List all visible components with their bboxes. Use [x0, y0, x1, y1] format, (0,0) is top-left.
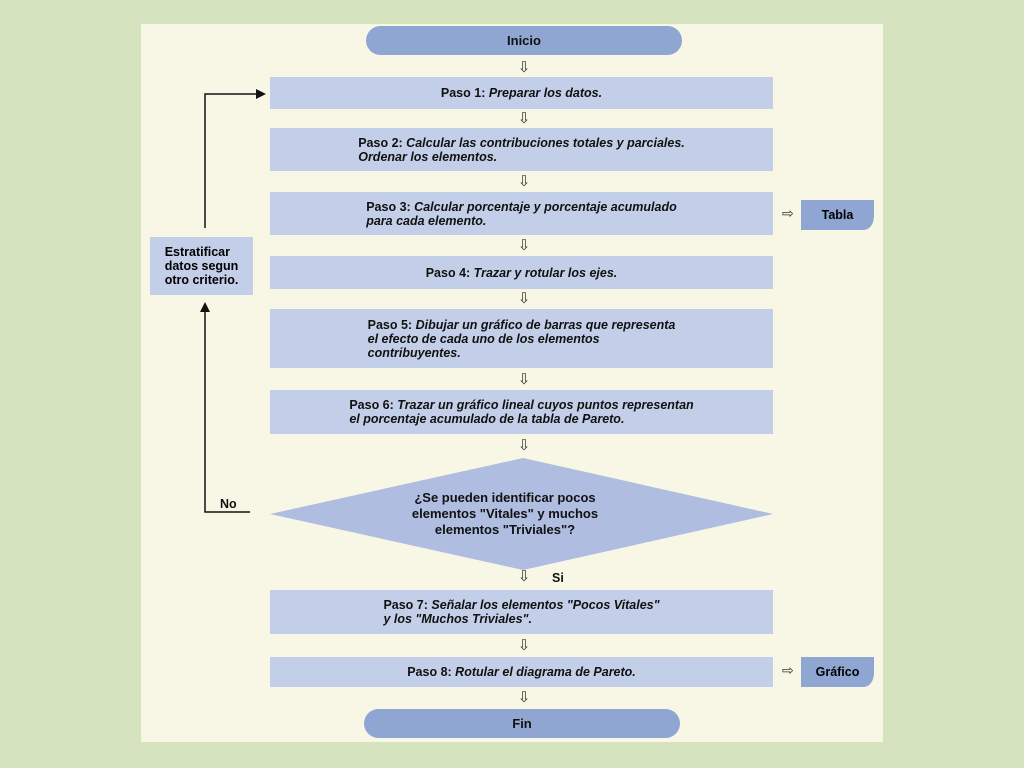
grafico-document: Gráfico [801, 657, 874, 687]
flow-arrow: ⇩ [517, 237, 531, 254]
flow-arrow: ⇩ [517, 689, 531, 706]
flow-arrow: ⇩ [517, 637, 531, 654]
step-2-label: Paso 2: [358, 135, 403, 150]
end-terminal: Fin [364, 709, 680, 738]
step-3: Paso 3: Calcular porcentaje y porcentaje… [270, 192, 773, 235]
step-5-label: Paso 5: [367, 317, 413, 332]
flow-arrow: ⇩ [517, 110, 531, 127]
step-7-desc: Señalar los elementos "Pocos Vitales" y … [383, 598, 660, 626]
step-5: Paso 5: Dibujar un gráfico de barras que… [270, 309, 773, 368]
flow-arrow: ⇩ [517, 568, 531, 585]
decision-diamond [270, 458, 773, 570]
step-4-label: Paso 4: [425, 265, 471, 280]
output-arrow-icon: ⇨ [782, 205, 794, 221]
step-4: Paso 4: Trazar y rotular los ejes. [270, 256, 773, 289]
tabla-document: Tabla [801, 200, 874, 230]
step-1-label: Paso 1: [440, 86, 486, 100]
yes-label: Si [552, 571, 564, 585]
start-terminal: Inicio [366, 26, 682, 55]
step-4-desc: Trazar y rotular los ejes. [473, 265, 618, 280]
stratify-text: Estratificar datos segun otro criterio. [164, 245, 239, 287]
decision-text: ¿Se pueden identificar pocos elementos "… [411, 490, 599, 537]
stratify-box: Estratificar datos segun otro criterio. [150, 237, 253, 295]
step-3-desc: Calcular porcentaje y porcentaje acumula… [366, 199, 677, 228]
step-6-desc: Trazar un gráfico lineal cuyos puntos re… [349, 398, 694, 426]
flow-arrow: ⇩ [517, 173, 531, 190]
start-label: Inicio [507, 33, 541, 48]
flow-arrow: ⇩ [517, 59, 531, 76]
tabla-label: Tabla [821, 208, 854, 222]
flow-arrow: ⇩ [517, 290, 531, 307]
step-3-label: Paso 3: [366, 199, 411, 214]
step-8-desc: Rotular el diagrama de Pareto. [455, 665, 636, 679]
step-7-label: Paso 7: [383, 598, 428, 612]
flow-arrow: ⇩ [517, 437, 531, 454]
end-label: Fin [512, 716, 532, 731]
step-1-desc: Preparar los datos. [488, 86, 603, 100]
step-5-desc: Dibujar un gráfico de barras que represe… [367, 317, 676, 360]
step-6-label: Paso 6: [349, 398, 394, 412]
step-6: Paso 6: Trazar un gráfico lineal cuyos p… [270, 390, 773, 434]
step-7: Paso 7: Señalar los elementos "Pocos Vit… [270, 590, 773, 634]
step-2-desc: Calcular las contribuciones totales y pa… [358, 135, 685, 164]
grafico-label: Gráfico [815, 665, 860, 679]
step-8-label: Paso 8: [407, 665, 452, 679]
step-1: Paso 1: Preparar los datos. [270, 77, 773, 109]
output-arrow-icon: ⇨ [782, 662, 794, 678]
step-8: Paso 8: Rotular el diagrama de Pareto. [270, 657, 773, 687]
step-2: Paso 2: Calcular las contribuciones tota… [270, 128, 773, 171]
flow-arrow: ⇩ [517, 371, 531, 388]
no-label: No [220, 497, 237, 511]
